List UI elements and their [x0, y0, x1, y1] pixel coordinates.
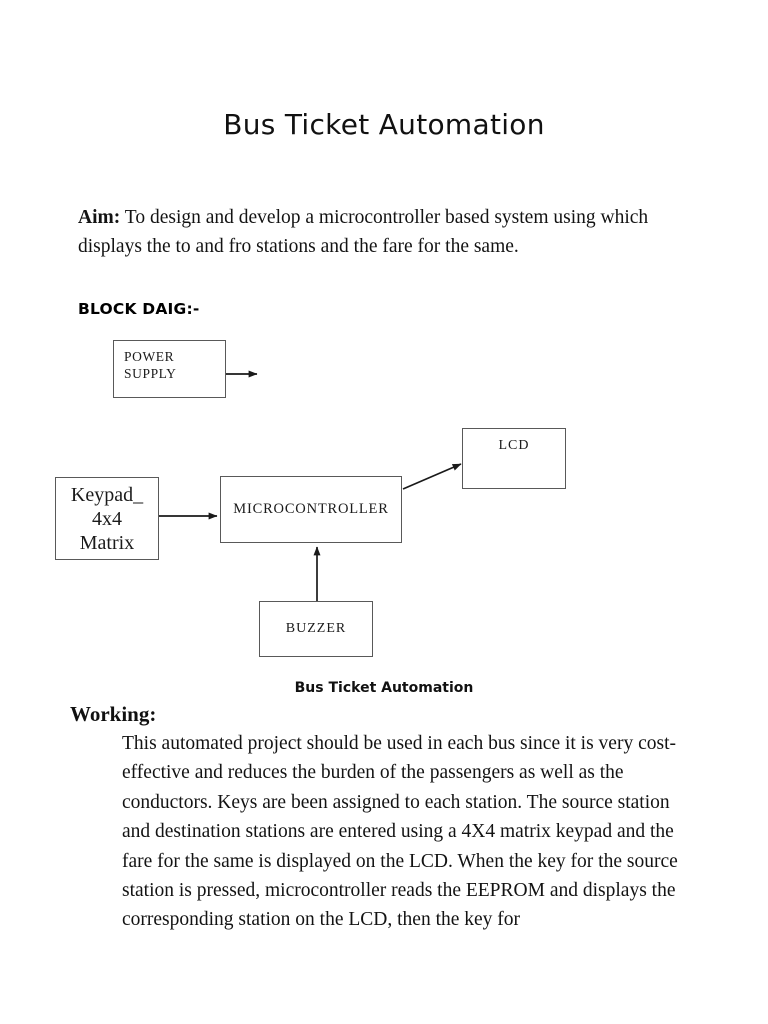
diagram-node-power-supply: POWER SUPPLY — [113, 340, 226, 398]
diagram-node-keypad-label: Keypad_ 4x4 Matrix — [70, 483, 144, 554]
page-title: Bus Ticket Automation — [223, 108, 545, 141]
diagram-node-lcd-label: LCD — [498, 438, 530, 453]
working-heading: Working: — [70, 702, 157, 726]
diagram-node-buzzer-label: BUZZER — [285, 621, 347, 636]
diagram-caption: Bus Ticket Automation — [294, 680, 474, 696]
working-paragraph: This automated project should be used in… — [122, 733, 678, 931]
diagram-node-buzzer: BUZZER — [259, 601, 373, 657]
aim-text: To design and develop a microcontroller … — [78, 207, 649, 257]
aim-label: Aim: — [78, 207, 121, 228]
diagram-node-keypad: Keypad_ 4x4 Matrix — [55, 477, 159, 560]
connector-microcontroller-to-lcd — [402, 463, 462, 490]
block-diagram-heading: BLOCK DAIG:- — [78, 300, 200, 318]
aim-paragraph: Aim: To design and develop a microcontro… — [78, 203, 690, 261]
diagram-node-microcontroller: MICROCONTROLLER — [220, 476, 402, 543]
diagram-node-lcd: LCD — [462, 428, 566, 489]
diagram-node-power-supply-label: POWER SUPPLY — [124, 349, 177, 381]
diagram-node-microcontroller-label: MICROCONTROLLER — [233, 501, 389, 517]
